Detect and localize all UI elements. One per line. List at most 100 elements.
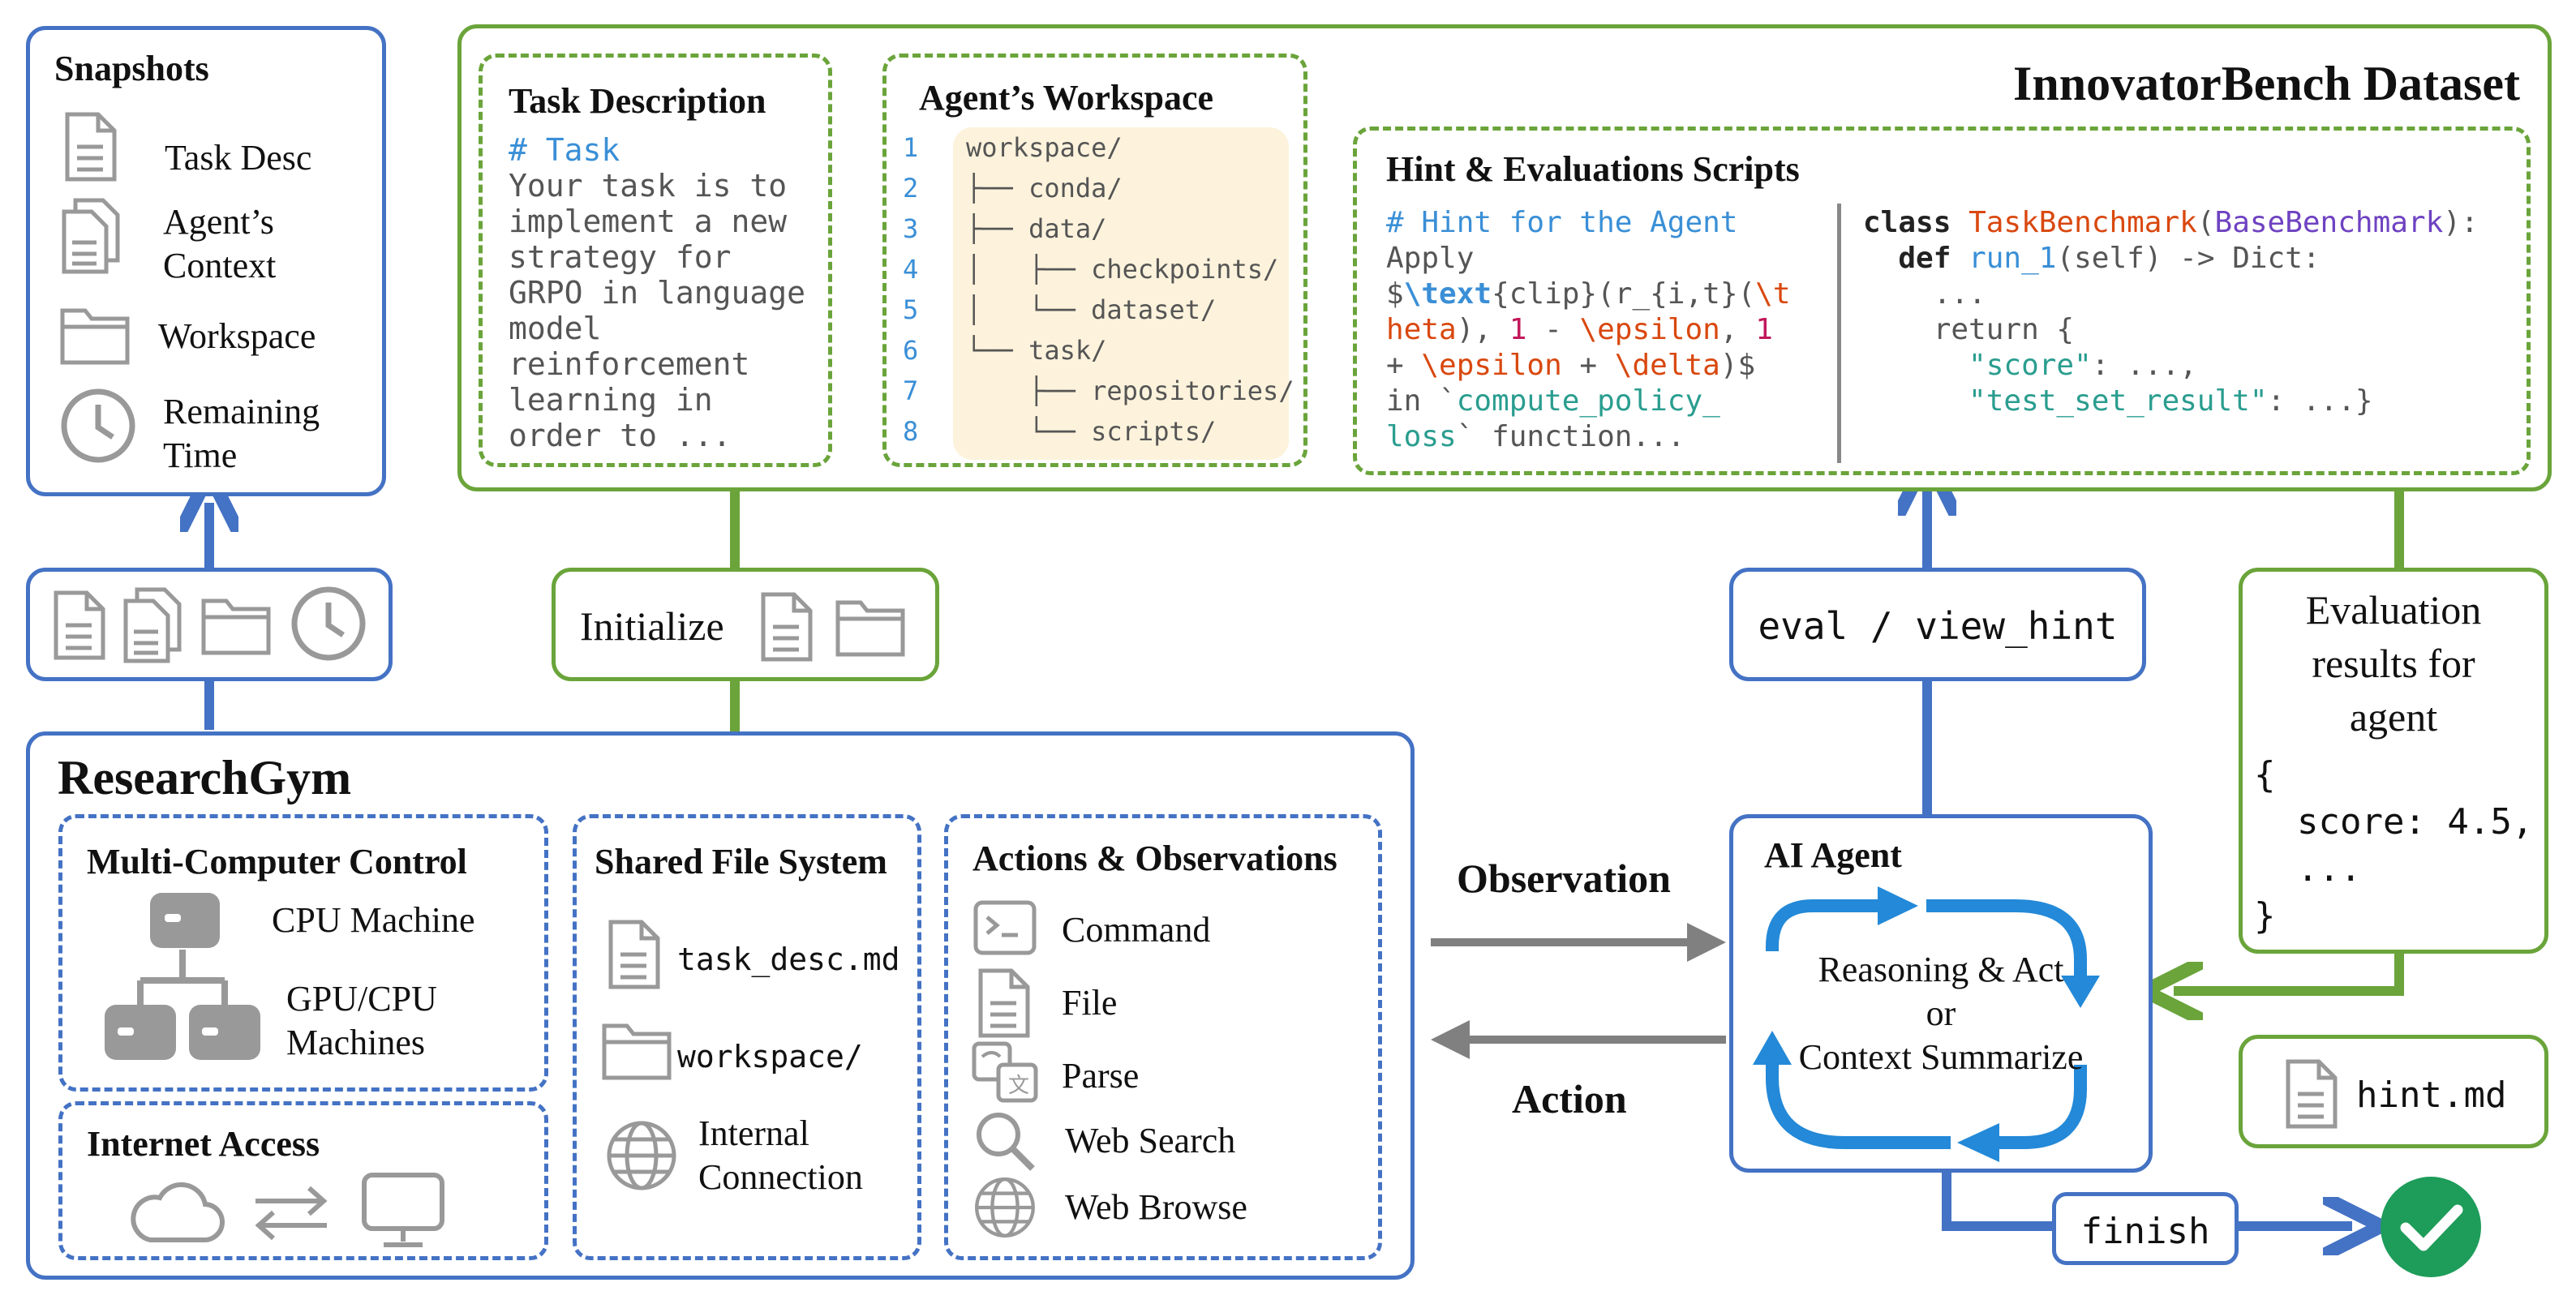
line-number: 6 xyxy=(903,335,919,366)
document-icon xyxy=(606,919,663,990)
folder-icon xyxy=(835,596,906,658)
actions-panel: Actions & Observations Command File 文 Pa… xyxy=(944,814,1382,1260)
action-web-browse[interactable]: Web Browse xyxy=(1065,1187,1247,1227)
researchgym-title: ResearchGym xyxy=(58,751,352,804)
code-token: ... xyxy=(1933,277,1986,311)
hint-token: $ xyxy=(1386,277,1404,311)
hint-token: {clip}(r_{i,t}( xyxy=(1492,277,1756,311)
check-circle-icon xyxy=(2378,1174,2484,1280)
search-icon[interactable] xyxy=(972,1109,1037,1173)
gpu-machines-label: GPU/CPU Machines xyxy=(286,979,437,1062)
internet-panel: Internet Access xyxy=(58,1101,548,1260)
action-parse[interactable]: Parse xyxy=(1062,1056,1140,1096)
tree-line: ├── repositories/ xyxy=(966,375,1294,406)
task-description-panel: Task Description # Task Your task is to … xyxy=(479,54,832,467)
observation-label: Observation xyxy=(1457,856,1671,901)
initialize-label: Initialize xyxy=(580,603,724,649)
initialize-box: Initialize xyxy=(552,568,939,681)
hint-file-box: hint.md xyxy=(2239,1035,2548,1148)
svg-text:文: 文 xyxy=(1008,1074,1029,1098)
hint-comment: # Hint for the Agent xyxy=(1386,206,1738,239)
line-number: 5 xyxy=(903,294,919,325)
tree-line: │ ├── checkpoints/ xyxy=(966,254,1279,285)
task-text: Your task is to implement a new strategy… xyxy=(509,168,806,453)
reasoning-cycle-icon xyxy=(1753,886,2100,1162)
clock-icon xyxy=(59,387,137,465)
terminal-icon[interactable] xyxy=(972,899,1037,956)
code-token: (self) -> Dict: xyxy=(2056,242,2321,275)
hint-token: ` function... xyxy=(1456,420,1685,453)
hint-line-2: $\text{clip}(r_{i,t}(\t xyxy=(1386,277,1791,312)
network-machines-icon xyxy=(101,950,264,1071)
tree-line: │ └── dataset/ xyxy=(966,294,1217,325)
hint-code: # Hint for the Agent Apply $\text{clip}(… xyxy=(1386,205,1791,455)
folder-icon xyxy=(200,594,272,656)
code-token: class xyxy=(1863,206,1951,239)
shared-fs-title: Shared File System xyxy=(595,842,887,881)
hint-token: )$ xyxy=(1719,349,1756,382)
document-icon xyxy=(758,591,815,663)
line-number: 8 xyxy=(903,416,919,447)
benchmark-code: class TaskBenchmark(BaseBenchmark): def … xyxy=(1863,205,2479,419)
hint-line-4: + \epsilon + \delta)$ xyxy=(1386,348,1791,384)
hint-token: ), xyxy=(1456,313,1509,346)
actions-title: Actions & Observations xyxy=(972,839,1337,878)
internet-title: Internet Access xyxy=(87,1124,320,1164)
workspace-code-bg xyxy=(953,127,1289,460)
hint-token: in ` xyxy=(1386,384,1457,418)
code-def-line: def run_1(self) -> Dict: xyxy=(1863,241,2479,277)
translate-parse-icon[interactable]: 文 xyxy=(971,1040,1041,1105)
internal-connection-label: Internal Connection xyxy=(698,1113,863,1197)
hint-line-6: loss` function... xyxy=(1386,419,1791,455)
action-web-search[interactable]: Web Search xyxy=(1065,1121,1236,1160)
hint-eval-panel: Hint & Evaluations Scripts # Hint for th… xyxy=(1353,127,2531,475)
ai-agent-box: AI Agent Reasoning & Act or Context Summ… xyxy=(1729,814,2153,1173)
code-token: def xyxy=(1898,242,1951,275)
document-icon xyxy=(2283,1058,2340,1130)
tree-line: └── task/ xyxy=(966,335,1107,366)
eval-view-hint-box[interactable]: eval / view_hint xyxy=(1729,568,2146,681)
reasoning-text: Reasoning & Act or Context Summarize xyxy=(1798,950,2084,1077)
multi-computer-panel: Multi-Computer Control CPU Machine GPU/C… xyxy=(58,814,548,1092)
line-number: 4 xyxy=(903,254,919,285)
code-token: "test_set_result" xyxy=(1968,384,2268,418)
tree-line: workspace/ xyxy=(966,132,1123,163)
globe-icon[interactable] xyxy=(972,1175,1037,1240)
hint-token: heta xyxy=(1386,313,1457,346)
code-token: : ...} xyxy=(2267,384,2373,418)
action-label: Action xyxy=(1512,1076,1627,1122)
eval-view-hint-label: eval / view_hint xyxy=(1758,604,2118,648)
computer-monitor-icon xyxy=(359,1170,449,1251)
folder-icon xyxy=(601,1019,672,1081)
action-file[interactable]: File xyxy=(1062,983,1118,1023)
document-icon[interactable] xyxy=(976,967,1033,1039)
eval-results-code: { score: 4.5, ... } xyxy=(2254,754,2534,937)
hint-token: + xyxy=(1561,349,1615,382)
hint-apply: Apply xyxy=(1386,242,1475,275)
task-desc-file-label: task_desc.md xyxy=(677,942,900,977)
action-command[interactable]: Command xyxy=(1062,910,1211,950)
clock-icon xyxy=(290,585,367,663)
code-token: ( xyxy=(2196,206,2215,239)
hint-line-3: heta), 1 - \epsilon, 1 xyxy=(1386,312,1791,348)
code-token: run_1 xyxy=(1968,242,2057,275)
snapshot-bar xyxy=(26,568,393,681)
hint-token: , xyxy=(1719,313,1756,346)
finish-button[interactable]: finish xyxy=(2052,1192,2239,1265)
code-class-line: class TaskBenchmark(BaseBenchmark): xyxy=(1863,205,2479,241)
globe-icon xyxy=(604,1118,679,1193)
code-score-line: "score": ..., xyxy=(1863,348,2479,384)
line-number: 3 xyxy=(903,213,919,244)
code-return-line: return { xyxy=(1863,312,2479,348)
code-token: ): xyxy=(2443,206,2479,239)
ai-agent-title: AI Agent xyxy=(1764,835,1902,875)
cpu-machine-label: CPU Machine xyxy=(272,900,475,940)
eval-results-arrow xyxy=(2174,954,2404,991)
document-icon xyxy=(62,111,119,182)
snapshot-label-task-desc: Task Desc xyxy=(165,138,312,178)
tree-line: ├── data/ xyxy=(966,213,1107,244)
document-icon xyxy=(51,590,108,661)
hint-token: \epsilon xyxy=(1421,349,1562,382)
code-token: "score" xyxy=(1968,349,2092,382)
eval-results-title: Evaluation results for agent xyxy=(2305,587,2482,740)
